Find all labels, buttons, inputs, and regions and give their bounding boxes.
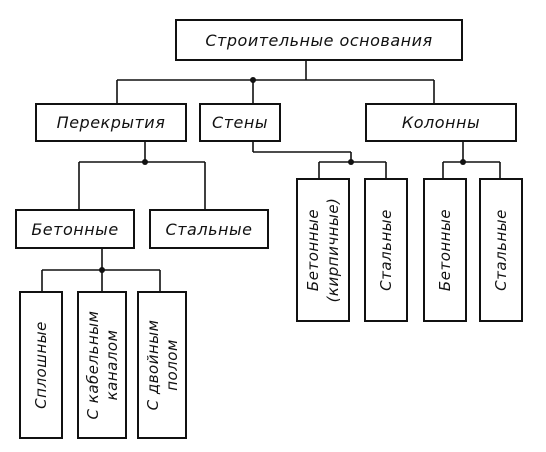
node-columns-label: Колонны: [402, 113, 480, 132]
node-walls-concrete-label-1: Бетонные: [304, 209, 322, 291]
node-floors-steel: Стальные: [149, 209, 269, 249]
node-walls-steel: Стальные: [364, 178, 408, 322]
node-floors-concrete-label: Бетонные: [31, 220, 118, 239]
node-root: Строительные основания: [175, 19, 463, 61]
junction-dot-concrete-floor: [99, 267, 105, 273]
node-walls-label: Стены: [212, 113, 268, 132]
node-floors-concrete: Бетонные: [15, 209, 135, 249]
junction-dot-columns: [460, 159, 466, 165]
node-columns-steel: Стальные: [479, 178, 523, 322]
node-columns: Колонны: [365, 103, 517, 142]
node-columns-steel-label: Стальные: [492, 209, 510, 291]
node-solid-label: Сплошные: [32, 321, 50, 409]
junction-dot-floors: [142, 159, 148, 165]
node-walls-concrete: Бетонные (кирпичные): [296, 178, 350, 322]
node-double-floor: С двойным полом: [137, 291, 187, 439]
node-walls: Стены: [199, 103, 281, 142]
junction-dot-root: [250, 77, 256, 83]
junction-dot-walls: [348, 159, 354, 165]
node-double-floor-label-2: полом: [163, 339, 181, 391]
node-cable-channel-label-1: С кабельным: [84, 311, 102, 420]
node-floors: Перекрытия: [35, 103, 187, 142]
node-columns-concrete-label: Бетонные: [436, 209, 454, 291]
node-cable-channel-label-2: каналом: [103, 330, 121, 401]
node-solid: Сплошные: [19, 291, 63, 439]
node-cable-channel: С кабельным каналом: [77, 291, 127, 439]
node-floors-label: Перекрытия: [57, 113, 166, 132]
node-root-label: Строительные основания: [205, 31, 432, 50]
node-columns-concrete: Бетонные: [423, 178, 467, 322]
node-walls-concrete-label-2: (кирпичные): [324, 198, 342, 303]
node-double-floor-label-1: С двойным: [144, 320, 162, 411]
node-walls-steel-label: Стальные: [377, 209, 395, 291]
node-floors-steel-label: Стальные: [166, 220, 253, 239]
